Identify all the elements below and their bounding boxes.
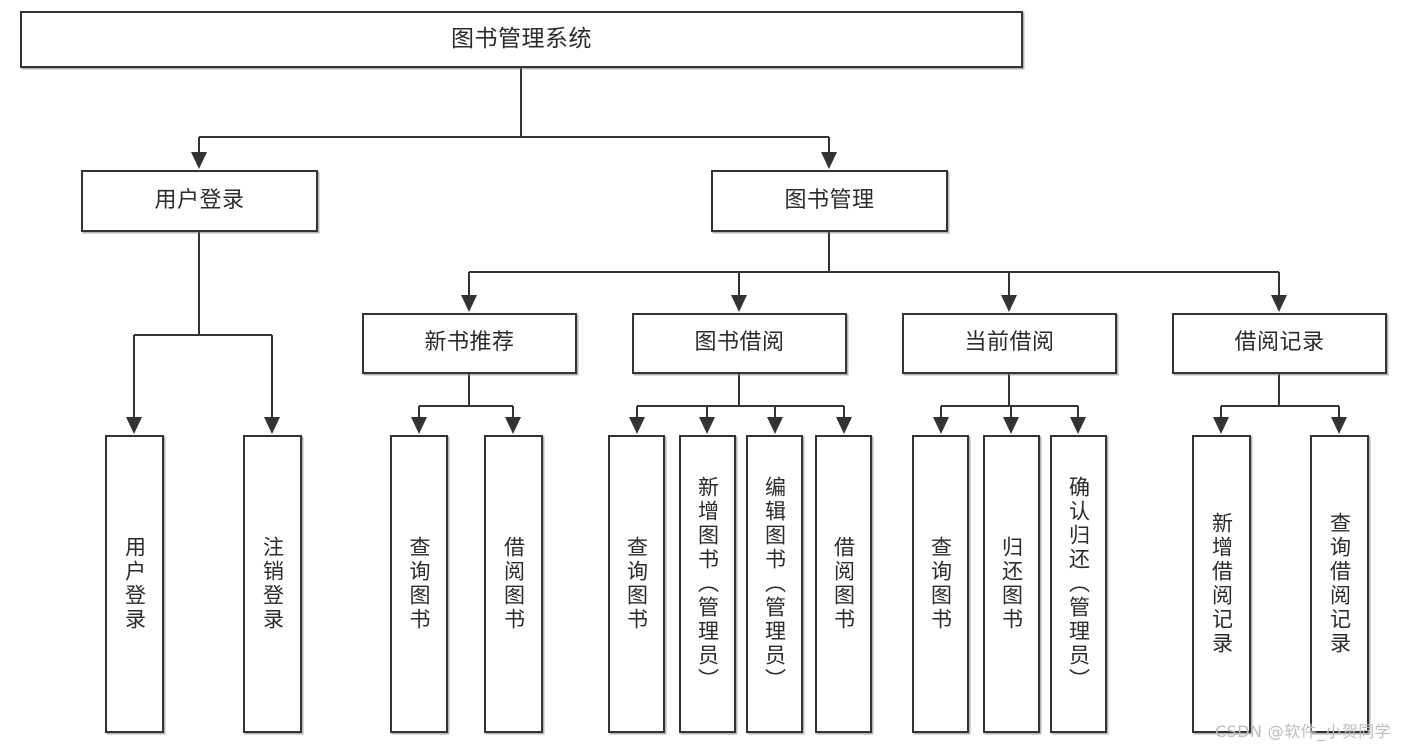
node-label: 新书推荐 xyxy=(424,330,515,356)
node-label: 查询借阅记录 xyxy=(1327,512,1352,656)
node-box-leaf-query-book-1[interactable]: 查询图书 xyxy=(390,435,448,733)
arrow-head-icon xyxy=(411,417,427,434)
node-label: 图书管理 xyxy=(784,187,875,213)
arrow-head-icon xyxy=(933,417,949,434)
arrow-head-icon xyxy=(731,295,747,312)
node-label: 注销登录 xyxy=(260,536,285,632)
node-box-leaf-user-login[interactable]: 用户登录 xyxy=(105,435,164,733)
node-box-leaf-edit-book[interactable]: 编辑图书（管理员） xyxy=(746,435,803,733)
arrow-head-icon xyxy=(1070,417,1086,434)
node-box-leaf-query-book-2[interactable]: 查询图书 xyxy=(608,435,665,733)
node-label: 新增图书（管理员） xyxy=(695,476,720,692)
node-box-new-book-rec[interactable]: 新书推荐 xyxy=(362,313,577,374)
node-box-root[interactable]: 图书管理系统 xyxy=(20,11,1023,68)
arrow-head-icon xyxy=(1213,417,1229,434)
arrow-head-icon xyxy=(836,417,852,434)
node-box-leaf-add-book[interactable]: 新增图书（管理员） xyxy=(679,435,736,733)
node-label: 查询图书 xyxy=(407,536,432,632)
arrow-head-icon xyxy=(264,417,280,434)
node-label: 编辑图书（管理员） xyxy=(762,476,787,692)
arrow-head-icon xyxy=(191,152,207,169)
node-box-user-login[interactable]: 用户登录 xyxy=(81,170,318,232)
node-label: 归还图书 xyxy=(999,536,1024,632)
node-label: 确认归还（管理员） xyxy=(1066,476,1091,692)
arrow-head-icon xyxy=(1331,417,1347,434)
node-label: 用户登录 xyxy=(122,536,147,632)
arrow-head-icon xyxy=(767,417,783,434)
node-box-leaf-borrow-book-2[interactable]: 借阅图书 xyxy=(815,435,872,733)
arrow-head-icon xyxy=(699,417,715,434)
node-label: 查询图书 xyxy=(928,536,953,632)
node-label: 查询图书 xyxy=(624,536,649,632)
node-box-leaf-confirm-return[interactable]: 确认归还（管理员） xyxy=(1050,435,1107,733)
arrow-head-icon xyxy=(821,152,837,169)
node-box-leaf-user-logout[interactable]: 注销登录 xyxy=(243,435,302,733)
arrow-head-icon xyxy=(461,295,477,312)
node-label: 用户登录 xyxy=(154,187,245,213)
node-box-book-borrow[interactable]: 图书借阅 xyxy=(632,313,847,374)
node-label: 当前借阅 xyxy=(964,330,1055,356)
node-box-leaf-query-borrow-rec[interactable]: 查询借阅记录 xyxy=(1310,435,1369,733)
arrow-head-icon xyxy=(505,417,521,434)
arrow-head-icon xyxy=(1271,295,1287,312)
node-label: 新增借阅记录 xyxy=(1209,512,1234,656)
node-label: 借阅图书 xyxy=(501,536,526,632)
arrow-head-icon xyxy=(629,417,645,434)
watermark-label: CSDN @软件_小贺同学 xyxy=(1215,722,1391,741)
arrow-head-icon xyxy=(1003,417,1019,434)
node-box-leaf-query-book-3[interactable]: 查询图书 xyxy=(912,435,969,733)
arrow-head-icon xyxy=(126,417,142,434)
node-label: 借阅记录 xyxy=(1234,330,1325,356)
node-label: 借阅图书 xyxy=(831,536,856,632)
node-box-leaf-borrow-book-1[interactable]: 借阅图书 xyxy=(484,435,543,733)
node-box-leaf-add-borrow-rec[interactable]: 新增借阅记录 xyxy=(1192,435,1251,733)
node-box-borrow-record[interactable]: 借阅记录 xyxy=(1172,313,1387,374)
node-box-current-borrow[interactable]: 当前借阅 xyxy=(902,313,1117,374)
arrow-head-icon xyxy=(1001,295,1017,312)
node-label: 图书管理系统 xyxy=(451,26,592,53)
node-box-book-manage[interactable]: 图书管理 xyxy=(711,170,948,232)
node-box-leaf-return-book[interactable]: 归还图书 xyxy=(983,435,1040,733)
node-label: 图书借阅 xyxy=(694,330,785,356)
